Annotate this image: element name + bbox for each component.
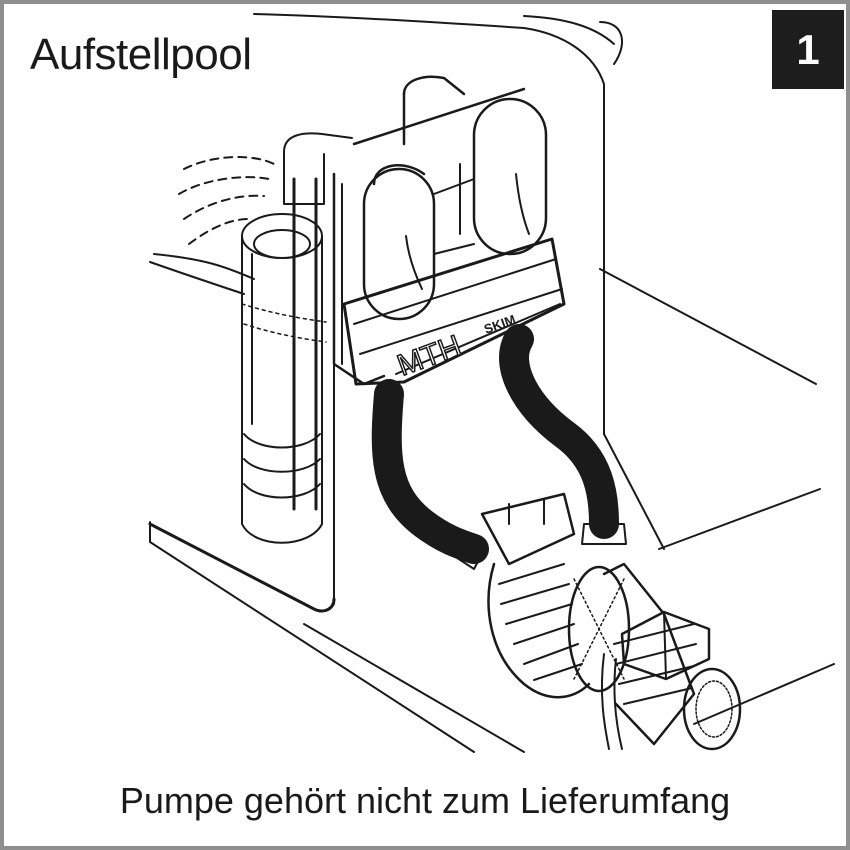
skimmer-basket <box>241 213 323 544</box>
page-title: Aufstellpool <box>30 30 252 79</box>
caption-text: Pumpe gehört nicht zum Lieferumfang <box>119 780 731 821</box>
step-badge: 1 <box>772 10 844 89</box>
floor-lines <box>149 268 835 753</box>
step-number: 1 <box>796 25 820 73</box>
device-brand-label: MTH <box>393 329 465 382</box>
installation-illustration: MTH SKIM <box>148 13 835 753</box>
corrugated-hose <box>371 324 627 570</box>
inlet-pipe <box>283 132 353 511</box>
skimmer-filter-unit <box>332 75 566 386</box>
pool-wall-drawing <box>148 13 665 613</box>
pump-drawing <box>480 492 742 751</box>
